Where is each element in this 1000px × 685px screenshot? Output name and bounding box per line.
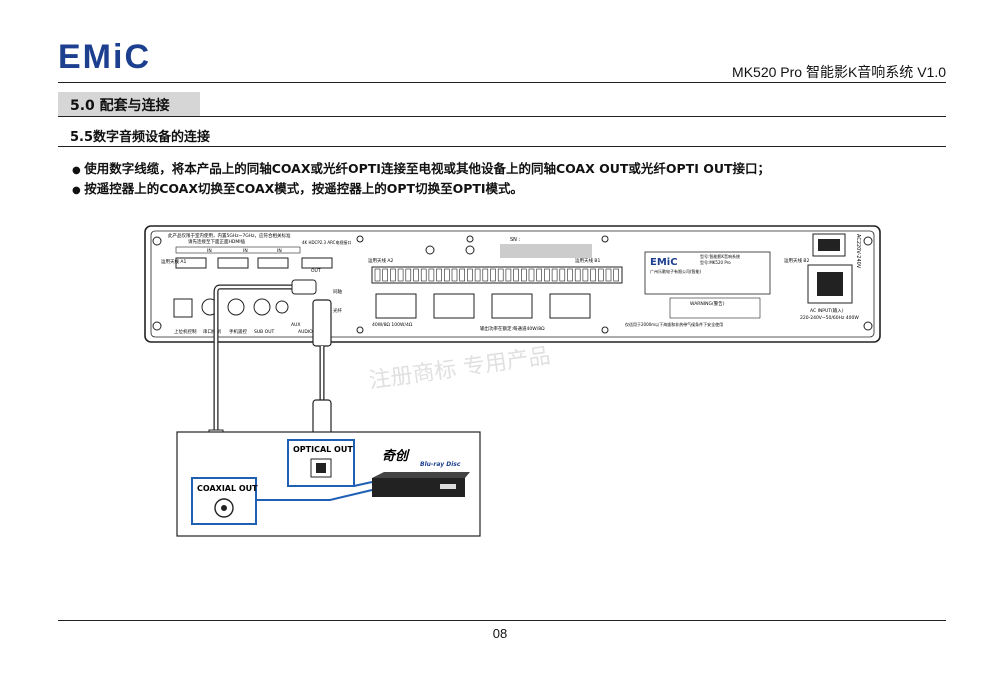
section-title: 5.0 配套与连接 [70,98,170,114]
aux-label: AUX [291,322,300,328]
terminal-pin [451,268,458,282]
source-device-panel: OPTICAL OUT COAXIAL OUT 奇创 Blu-ray Disc [176,431,481,537]
optical-cable [312,299,332,439]
antenna-b2-label: 运用天线 B2 [784,257,810,264]
port-label: 上位机控制 [174,328,197,335]
lower-left-ports: 上位机控制 串口控制 手机遥控 SUB OUT AUX AUDIO 同轴 光纤 [173,288,342,335]
terminal-pin [520,268,527,282]
terminal-pin [436,268,442,282]
port-label: 手机遥控 [229,328,247,335]
hdmi-label: 请先连接至下面正面HDMI插 [188,238,246,245]
hdmi-in-label: IN [277,248,282,254]
sn-label: SN : [510,237,521,243]
terminal-pin [382,268,389,282]
terminal-pin [497,268,504,282]
terminal-pin [482,268,489,282]
speaker-section: SN : 运用天线 A2 运用天线 B1 40W/8Ω 100W/4Ω 输出功率… [368,237,623,332]
model-line-2: 型号:MK520 Pro [700,259,731,265]
port-label: 串口控制 [203,328,221,335]
terminal-pin [467,268,473,282]
terminal-pin [413,268,419,282]
terminal-pin [590,268,596,282]
speaker-note: 40W/8Ω 100W/4Ω [372,322,413,328]
terminal-pin [574,268,581,282]
terminal-pin [613,268,620,282]
speaker-terminal-icon [375,293,591,319]
hdmi-port-icon [175,257,333,269]
bluray-logo: Blu-ray Disc [420,461,461,468]
bullet-item: 使用数字线缆，将本产品上的同轴COAX或光纤OPTI连接至电视或其他设备上的同轴… [72,158,770,177]
nameplate: EMiC 型号:智能影K音响系统 型号:MK520 Pro 广州乐歌电子有限公司… [625,251,810,327]
header-divider [58,82,946,83]
terminal-pin [551,268,558,282]
terminal-pin [443,268,450,282]
terminal-pin [505,268,512,282]
terminal-pin [544,268,550,282]
emic-logo: EMiC [58,36,158,78]
terminal-pin [420,268,427,282]
port-label: SUB OUT [254,329,275,335]
terminal-pin [536,268,543,282]
ac-spec: 220-240V~50/60Hz 400W [800,315,859,321]
section-bar [58,92,200,116]
terminal-pin [390,268,396,282]
page-number: 08 [492,626,508,641]
nameplate-logo: EMiC [650,257,678,268]
antenna-b1-label: 运用天线 B1 [575,257,601,264]
hdmi-in-label: IN [243,248,248,254]
warning-title: WARNING(警告) [690,300,725,307]
terminal-pin [490,268,496,282]
speaker-note-2: 输出功率在额定:每通道40W/8Ω [480,325,545,332]
terminal-pin [605,268,612,282]
coaxial-out-label: COAXIAL OUT [197,484,258,493]
opt-label: 光纤 [333,307,342,314]
terminal-pin [567,268,573,282]
antenna-a1-label: 运用天线 A1 [161,258,187,265]
player-brand: 奇创 [382,448,410,464]
terminal-strip [374,268,620,282]
power-note: 仅适用于2000m以下海拔和非热带气候条件下安全使用 [625,321,723,327]
terminal-pin [513,268,519,282]
subsection-divider [58,146,946,147]
logo-text: EMiC [58,38,151,76]
player-icon [372,472,470,497]
audio-label: AUDIO [298,329,313,335]
terminal-pin [374,268,381,282]
terminal-pin [428,268,435,282]
terminal-pin [397,268,404,282]
voltage-label: AC220V-240V [855,234,861,269]
hdmi-block: 此产品仅限于室内使用，内置5GHz~7GHz，应符合相关标准 请先连接至下面正面… [161,232,351,274]
power-section: AC INPUT(输入) 220-240V~50/60Hz 400W AC220… [800,233,861,321]
hdmi-in-label: IN [207,248,212,254]
coax-label: 同轴 [333,288,342,295]
ac-input-label: AC INPUT(输入) [810,307,844,314]
footer-divider [58,620,946,621]
hdmi-out-label: OUT [311,268,321,274]
antenna-a2-label: 运用天线 A2 [368,257,394,264]
terminal-pin [559,268,566,282]
terminal-pin [582,268,589,282]
terminal-pin [597,268,604,282]
document-title: MK520 Pro 智能影K音响系统 V1.0 [732,64,946,80]
section-divider [58,116,946,117]
terminal-pin [405,268,412,282]
terminal-pin [474,268,481,282]
earc-label: 4K HDCP2.3 ARC电视接口 [302,239,351,245]
bullet-item: 按遥控器上的COAX切换至COAX模式，按遥控器上的OPT切换至OPTI模式。 [72,178,523,197]
optical-out-label: OPTICAL OUT [293,445,353,454]
watermark: 注册商标 专用产品 [367,344,552,394]
subsection-title: 5.5数字音频设备的连接 [70,130,211,145]
model-line-1: 型号:智能影K音响系统 [700,253,740,259]
company-name: 广州乐歌电子有限公司(智能) [650,268,702,274]
hdmi-note: 此产品仅限于室内使用，内置5GHz~7GHz，应符合相关标准 [168,232,291,239]
terminal-pin [459,268,466,282]
terminal-pin [528,268,535,282]
